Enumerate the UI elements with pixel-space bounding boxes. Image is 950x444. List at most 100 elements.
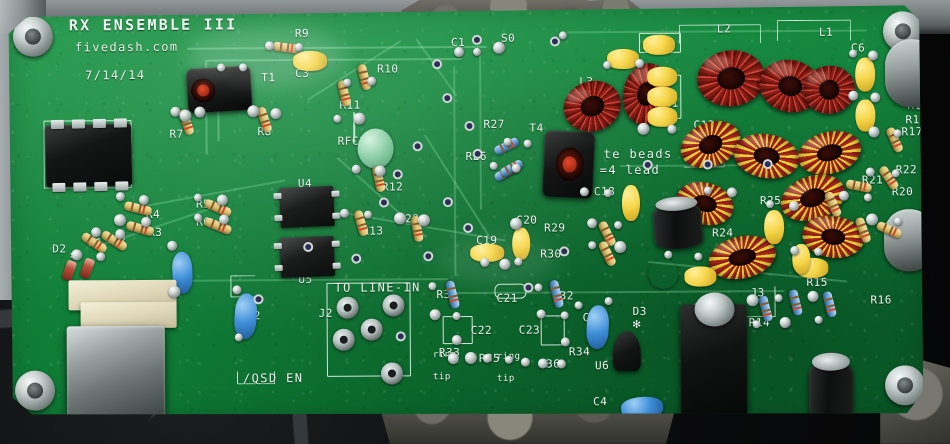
inductor-rfc1 (357, 128, 393, 168)
through-hole (337, 297, 359, 319)
solder-joint (367, 76, 376, 85)
ic-pin (331, 191, 339, 197)
solder-joint (575, 301, 583, 309)
solder-joint (534, 284, 542, 292)
solder-joint (364, 211, 372, 219)
solder-joint (115, 229, 125, 239)
via (381, 199, 387, 205)
usb-connector-shell[interactable] (67, 326, 166, 419)
mounting-hole-bottom-left (15, 371, 55, 411)
circuit-board: RX ENSEMBLE III fivedash.com 7/14/14 TO … (7, 3, 926, 423)
ic-pin (51, 120, 64, 129)
solder-joint (815, 316, 823, 324)
capacitor-can-far-right (809, 360, 853, 420)
solder-joint (194, 214, 202, 222)
solder-joint (141, 217, 151, 227)
cap-c20 (512, 228, 530, 260)
cap-c7b (607, 49, 639, 69)
solder-joint (270, 108, 281, 119)
solder-joint (114, 214, 126, 226)
solder-joint (505, 356, 513, 364)
solder-joint (789, 201, 799, 211)
via (466, 123, 472, 129)
via (395, 171, 401, 177)
ic-pin (93, 119, 106, 128)
via (765, 161, 771, 167)
solder-joint (866, 213, 878, 225)
solder-joint (727, 187, 737, 197)
through-hole (333, 329, 355, 351)
solder-joint (499, 258, 510, 269)
solder-joint (454, 47, 464, 57)
solder-joint (588, 241, 596, 249)
usb-header-plastic-2 (81, 302, 177, 329)
solder-joint (480, 257, 489, 266)
solder-joint (892, 169, 900, 177)
solder-joint (232, 285, 241, 294)
solder-joint (339, 208, 348, 217)
outline-l1 (777, 20, 851, 41)
ic-pin (333, 263, 341, 269)
solder-joint (848, 91, 858, 101)
solder-joint (343, 79, 351, 87)
solder-joint (418, 214, 430, 226)
ic-pin (275, 265, 283, 271)
via (561, 248, 567, 254)
solder-joint (493, 42, 505, 54)
solder-joint (353, 113, 365, 125)
via (415, 143, 421, 149)
jack-center-pin (694, 292, 734, 326)
solder-joint (514, 258, 522, 266)
solder-joint (510, 218, 522, 230)
solder-joint (637, 123, 649, 135)
solder-joint (753, 320, 761, 328)
transformer-t1 (186, 66, 252, 114)
rf-jack-j1[interactable] (681, 304, 748, 414)
ic-pin (332, 241, 340, 247)
solder-joint (71, 249, 82, 260)
via (705, 162, 711, 168)
outline-c21 (494, 284, 526, 299)
cap-c7 (643, 35, 675, 55)
solder-joint (605, 297, 613, 305)
solder-joint (520, 357, 529, 366)
solder-joint (775, 294, 783, 302)
solder-joint (490, 162, 498, 170)
solder-joint (839, 191, 849, 201)
ic-u1 (45, 123, 132, 187)
solder-joint (452, 335, 462, 345)
solder-joint (614, 221, 622, 229)
ic-pin (52, 183, 65, 192)
solder-joint (870, 92, 880, 102)
ic-pin (73, 182, 86, 191)
ic-pin (274, 243, 282, 249)
solder-joint (667, 124, 676, 133)
solder-joint (864, 194, 872, 202)
solder-joint (524, 140, 532, 148)
cap-c11b (647, 87, 677, 107)
ic-pin (94, 182, 107, 191)
solder-joint (894, 217, 902, 225)
via (475, 151, 481, 157)
solder-joint (893, 129, 901, 137)
solder-joint (216, 194, 227, 205)
cap-c3 (293, 51, 327, 71)
solder-joint (635, 58, 644, 67)
solder-joint (511, 163, 520, 172)
via (525, 285, 531, 291)
solder-joint (865, 167, 874, 176)
solder-joint (868, 50, 878, 60)
through-hole (382, 294, 404, 316)
via (445, 199, 451, 205)
solder-joint (194, 106, 205, 117)
ic-u5 (279, 236, 335, 278)
solder-joint (747, 294, 759, 306)
solder-joint (333, 115, 341, 123)
solder-joint (351, 164, 360, 173)
via (353, 256, 359, 262)
solder-joint (264, 41, 273, 50)
solder-joint (239, 63, 247, 71)
through-hole (361, 319, 383, 341)
solder-joint (504, 138, 512, 146)
